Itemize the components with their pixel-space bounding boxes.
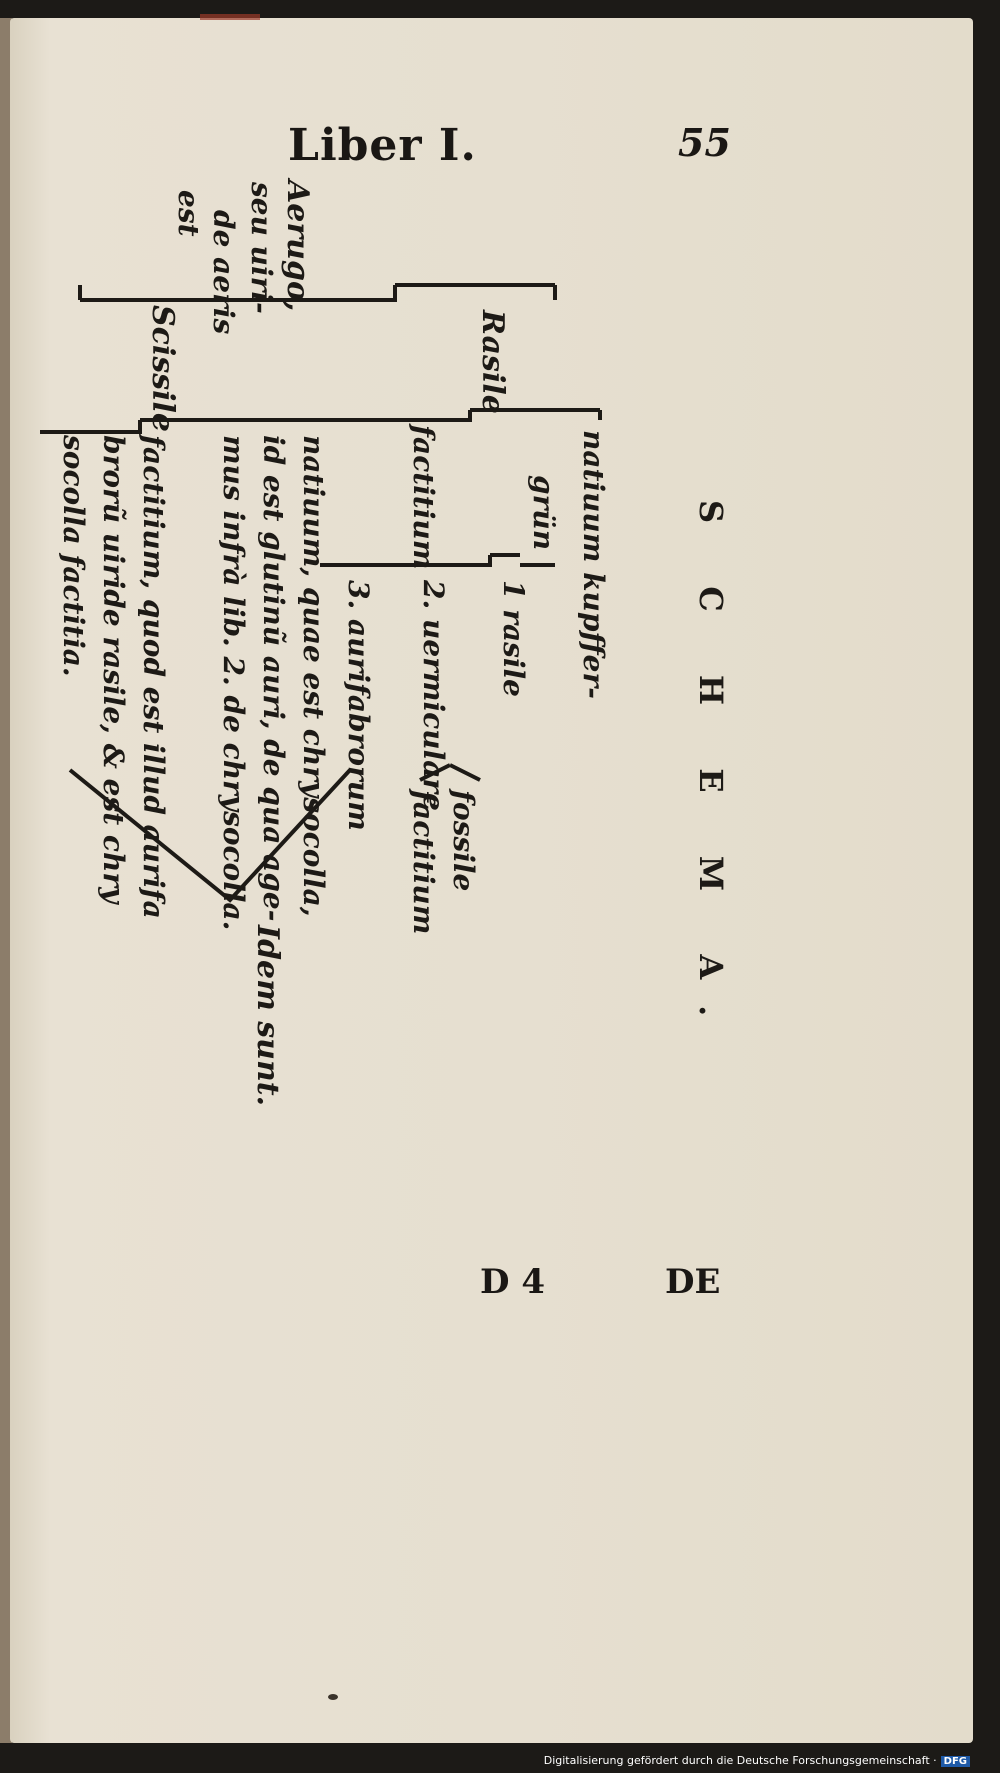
credit-text: Digitalisierung gefördert durch die Deut… xyxy=(543,1754,937,1767)
dfg-logo: DFG xyxy=(940,1756,970,1767)
factitium-brace xyxy=(320,553,520,567)
running-title: Liber I. xyxy=(288,120,477,171)
root-brace xyxy=(78,283,557,302)
signature-mark: D 4 xyxy=(480,1262,545,1302)
brace-lines xyxy=(40,283,602,903)
catchword: DE xyxy=(665,1262,721,1302)
uermiculare-brace xyxy=(419,763,481,782)
digitization-credit: Digitalisierung gefördert durch die Deut… xyxy=(544,1754,970,1767)
page-number: 55 xyxy=(678,120,731,165)
idem-chevron xyxy=(68,768,352,903)
binding-mark xyxy=(200,14,260,20)
schema-diagram: S C H E M A. Aerugo, seu uiri- de aeris … xyxy=(40,170,740,1330)
paper-speck xyxy=(328,1694,338,1700)
book-page xyxy=(10,18,973,1743)
scissile-brace xyxy=(40,418,320,434)
rasile-brace xyxy=(320,408,602,422)
page-edge xyxy=(0,18,12,1743)
